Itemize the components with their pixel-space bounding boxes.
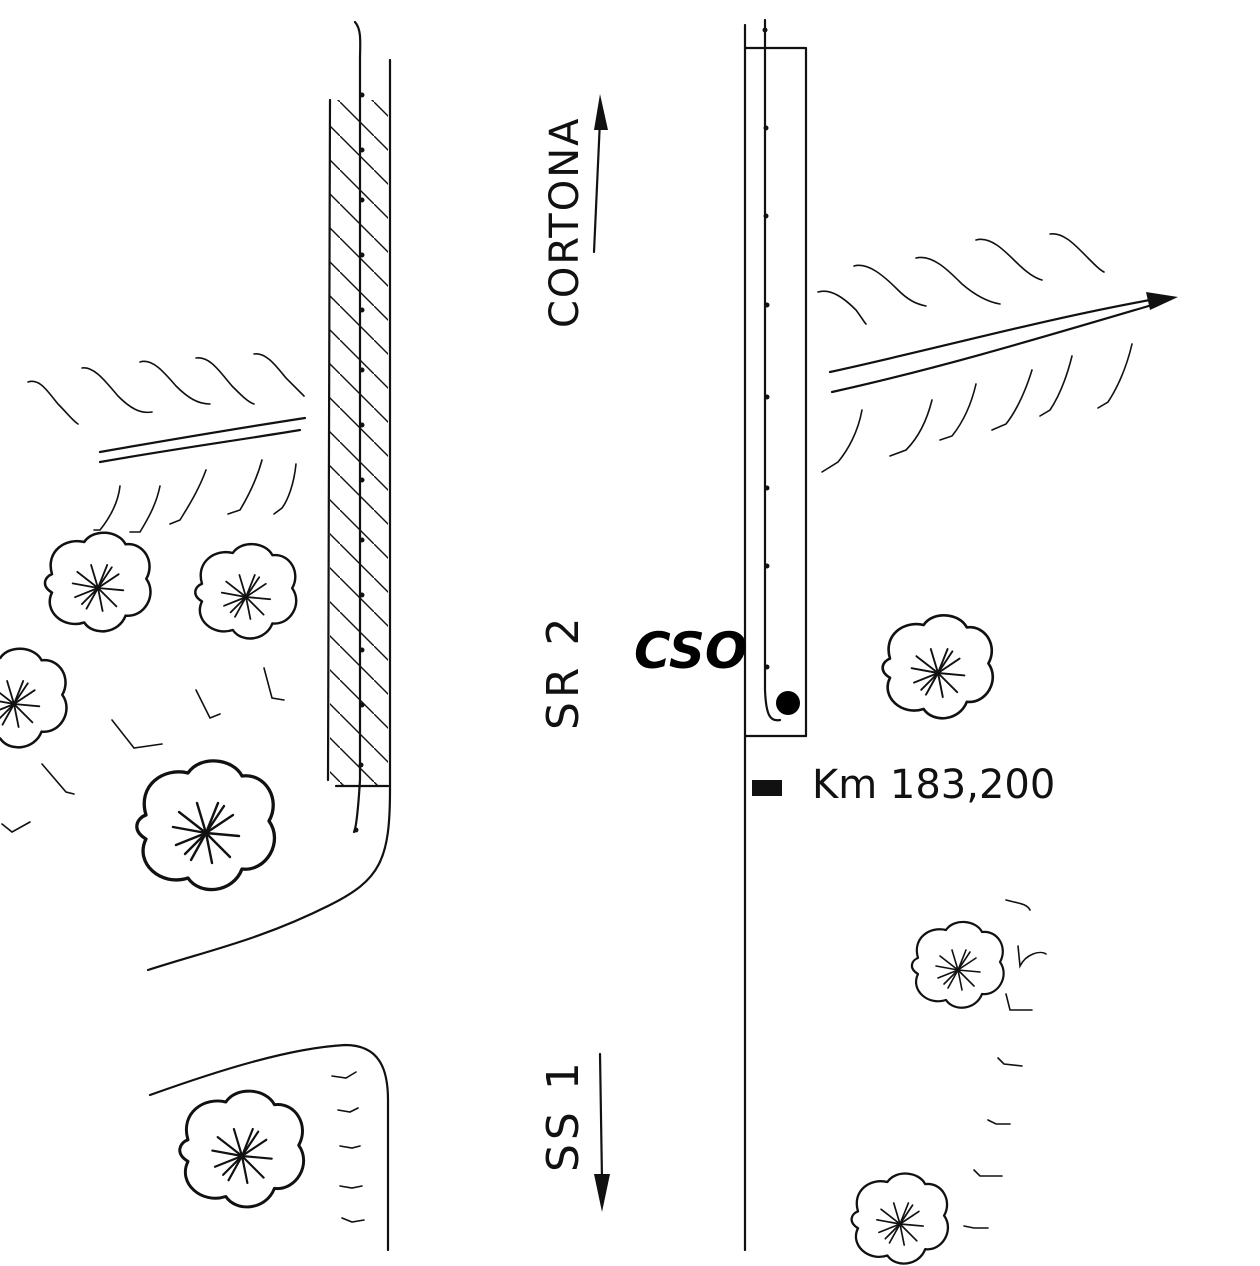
tree-icon (850, 1172, 950, 1265)
tree-icon (194, 542, 298, 640)
arrow-down-icon (594, 1052, 610, 1212)
road-label-ss1: SS 1 (538, 1058, 589, 1172)
cso-label: CSO (634, 622, 747, 680)
right-sidewalk (743, 18, 808, 1252)
direction-label-cortona: CORTONA (542, 117, 588, 329)
road-label-sr2: SR 2 (538, 614, 589, 730)
tree-icon (0, 647, 68, 749)
tree-icon (43, 531, 152, 633)
filled-circle-icon (776, 691, 800, 715)
left-road-edge (98, 416, 392, 1252)
arrow-up-icon (592, 94, 608, 254)
tree-icon (135, 759, 277, 892)
tree-icon (910, 920, 1005, 1009)
kilometer-label: Km 183,200 (812, 762, 1055, 808)
tree-icon (881, 614, 995, 720)
trees (0, 531, 1005, 1265)
left-sidewalk (326, 20, 392, 834)
tree-icon (178, 1089, 306, 1209)
grass-tufts (1, 233, 1133, 1229)
right-side-road (828, 292, 1178, 394)
filled-rectangle-icon (752, 780, 782, 796)
